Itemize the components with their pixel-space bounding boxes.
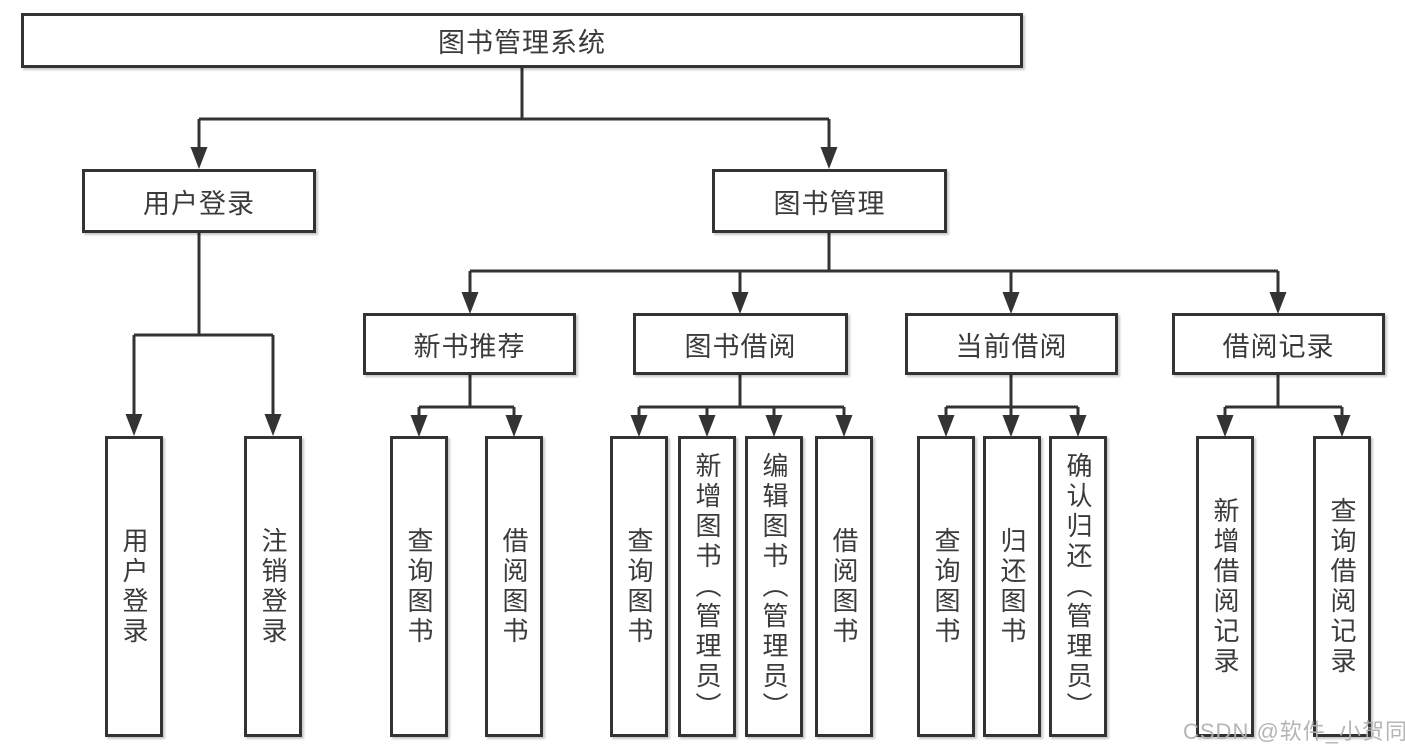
node-label: 确认归还（管理员） xyxy=(1063,451,1093,722)
node-label: 新书推荐 xyxy=(413,331,526,362)
node-label: 新增图书（管理员） xyxy=(692,451,722,722)
arrow-down-icon xyxy=(765,415,783,437)
node-label: 注销登录 xyxy=(258,526,288,647)
arrow-down-icon xyxy=(125,414,143,436)
leaf-user-login: 用户登录 xyxy=(105,436,163,737)
node-label: 查询图书 xyxy=(404,526,434,647)
arrow-down-icon xyxy=(1002,415,1020,437)
arrow-down-icon xyxy=(1333,415,1351,437)
arrow-down-icon xyxy=(1069,415,1087,437)
connector-path xyxy=(132,68,1344,418)
arrow-down-icon xyxy=(1002,292,1020,314)
leaf-query-books-current: 查询图书 xyxy=(917,436,975,737)
arrow-down-icon xyxy=(505,415,523,437)
node-user-login: 用户登录 xyxy=(82,169,316,233)
node-label: 查询图书 xyxy=(931,526,961,647)
leaf-add-borrow-record: 新增借阅记录 xyxy=(1196,436,1254,737)
node-label: 查询图书 xyxy=(624,526,654,647)
node-label: 用户登录 xyxy=(119,526,149,647)
node-current-borrow: 当前借阅 xyxy=(905,313,1118,375)
arrow-down-icon xyxy=(1216,415,1234,437)
leaf-query-books-recommend: 查询图书 xyxy=(390,436,448,737)
node-label: 借阅图书 xyxy=(499,526,529,647)
leaf-borrow-books-recommend: 借阅图书 xyxy=(485,436,543,737)
node-label: 借阅图书 xyxy=(829,526,859,647)
leaf-return-book: 归还图书 xyxy=(983,436,1041,737)
leaf-query-books-borrow: 查询图书 xyxy=(610,436,668,737)
arrow-down-icon xyxy=(698,415,716,437)
leaf-edit-book-admin: 编辑图书（管理员） xyxy=(745,436,803,737)
arrow-down-icon xyxy=(835,415,853,437)
node-label: 图书管理系统 xyxy=(438,28,606,58)
node-label: 用户登录 xyxy=(143,188,255,219)
arrow-down-icon xyxy=(264,414,282,436)
watermark: CSDN @软件_小贺同学 xyxy=(1183,719,1405,744)
arrow-down-icon xyxy=(630,415,648,437)
node-label: 当前借阅 xyxy=(955,331,1068,362)
node-borrow-records: 借阅记录 xyxy=(1172,313,1385,375)
node-root: 图书管理系统 xyxy=(21,13,1023,68)
node-label: 借阅记录 xyxy=(1222,331,1335,362)
arrow-down-icon xyxy=(731,292,749,314)
node-label: 编辑图书（管理员） xyxy=(759,451,789,722)
node-label: 图书借阅 xyxy=(684,331,797,362)
arrow-down-icon xyxy=(1269,292,1287,314)
node-label: 图书管理 xyxy=(773,188,886,219)
leaf-query-borrow-record: 查询借阅记录 xyxy=(1313,436,1371,737)
arrow-down-icon xyxy=(190,147,208,169)
arrow-down-icon xyxy=(937,415,955,437)
leaf-borrow-books: 借阅图书 xyxy=(815,436,873,737)
node-label: 查询借阅记录 xyxy=(1327,496,1357,677)
leaf-logout: 注销登录 xyxy=(244,436,302,737)
arrow-down-icon xyxy=(410,415,428,437)
arrow-down-icon xyxy=(820,147,838,169)
node-book-borrow: 图书借阅 xyxy=(633,313,848,375)
arrow-down-icon xyxy=(461,292,479,314)
node-label: 归还图书 xyxy=(997,526,1027,647)
leaf-add-book-admin: 新增图书（管理员） xyxy=(678,436,736,737)
node-new-book-recommend: 新书推荐 xyxy=(363,313,576,375)
leaf-confirm-return-admin: 确认归还（管理员） xyxy=(1049,436,1107,737)
node-book-management: 图书管理 xyxy=(712,169,947,233)
node-label: 新增借阅记录 xyxy=(1210,496,1240,677)
